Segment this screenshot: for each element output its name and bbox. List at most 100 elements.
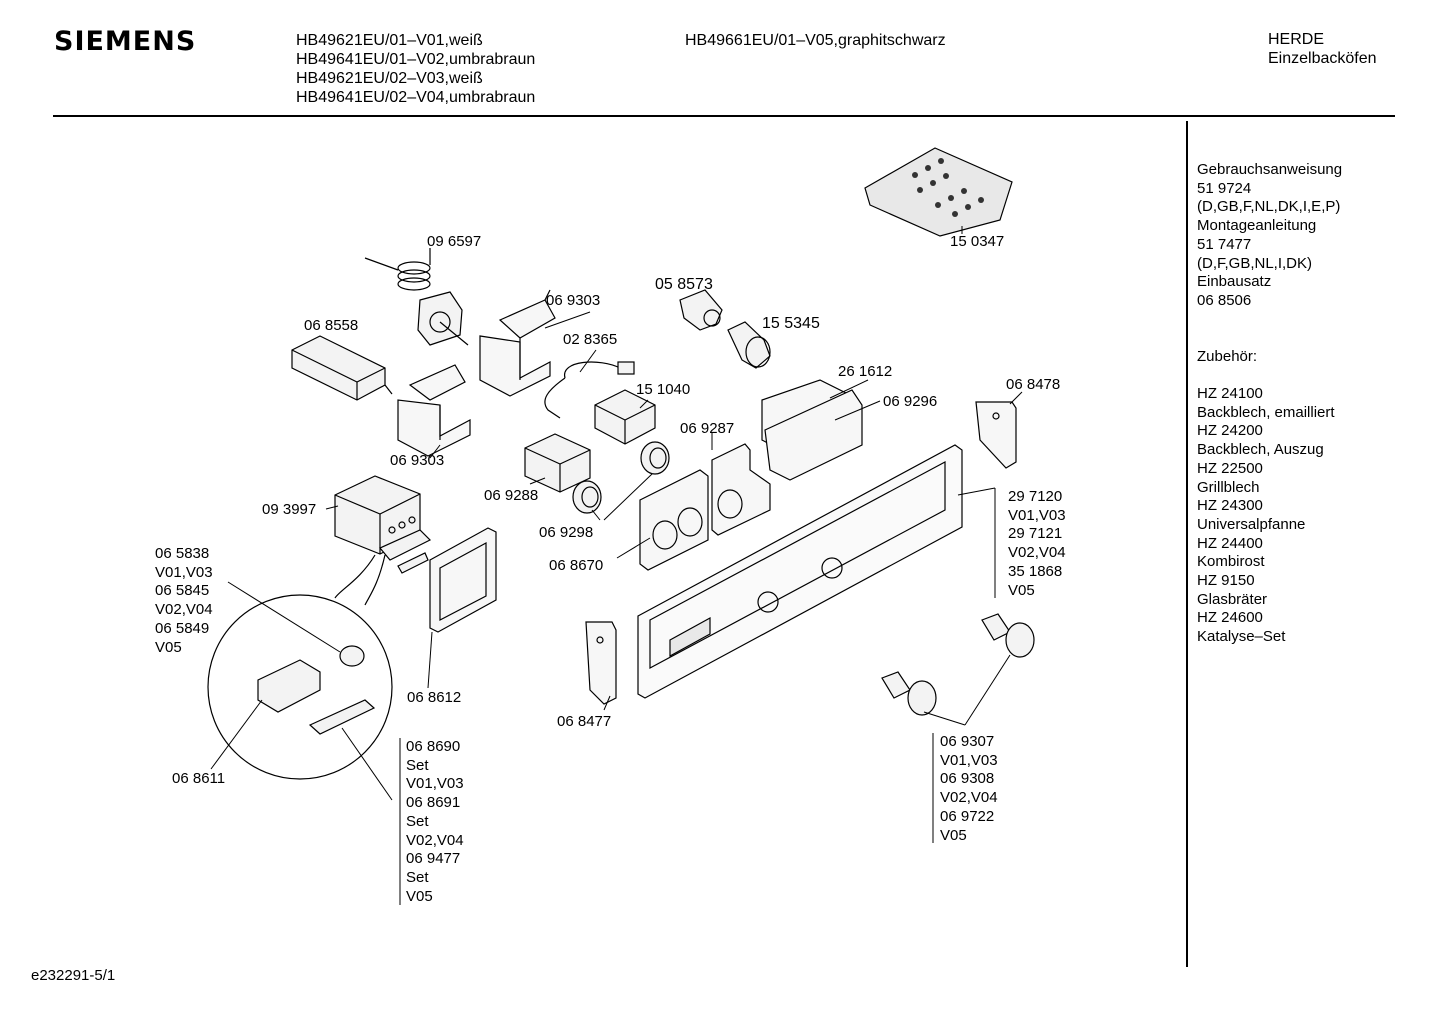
side-heading: Zubehör: (1197, 347, 1258, 365)
part-group-line: 06 8691 (406, 794, 461, 812)
part-label-068611: 06 8611 (172, 770, 226, 787)
part-group-line: 29 7120 (1008, 488, 1063, 505)
part-label-261612: 26 1612 (838, 363, 893, 380)
side-line: (D,F,GB,NL,I,DK) (1197, 254, 1313, 272)
side-panel: Gebrauchsanweisung 51 9724 (D,GB,F,NL,DK… (1197, 161, 1342, 647)
part-label-068670: 06 8670 (549, 557, 604, 574)
side-line: HZ 24400 (1197, 534, 1263, 552)
part-group-button-set: 06 8690 Set V01,V03 06 8691 Set V02,V04 … (406, 738, 464, 906)
model-line-v05: HB49661EU/01–V05,graphitschwarz (685, 32, 946, 49)
part-label-068478: 06 8478 (1006, 376, 1061, 393)
control-panel (637, 444, 963, 699)
part-label-069296: 06 9296 (883, 393, 938, 410)
knob-frame-right (711, 443, 771, 536)
side-line: HZ 24300 (1197, 497, 1263, 515)
side-line: HZ 9150 (1197, 572, 1255, 590)
part-group-line: 06 5845 (155, 582, 210, 600)
part-group-line: V01,V03 (940, 751, 998, 769)
part-group-line: V05 (940, 826, 967, 844)
part-group-push-buttons: 06 5838 V01,V03 06 5845 V02,V04 06 5849 … (155, 545, 213, 657)
part-group-line: V05 (406, 887, 433, 905)
part-label-068477: 06 8477 (557, 713, 612, 730)
side-line: Montageanleitung (1197, 217, 1317, 235)
part-group-line: V02,V04 (1008, 544, 1066, 562)
part-label-069288: 06 9288 (484, 487, 539, 504)
part-label-096597: 09 6597 (427, 233, 482, 250)
control-panel-support (761, 379, 863, 481)
side-line: Backblech, emailliert (1197, 403, 1335, 421)
part-label-093997: 09 3997 (262, 501, 317, 518)
part-group-line: 29 7121 (1008, 525, 1063, 543)
part-label-068558: 06 8558 (304, 317, 359, 334)
mounting-bracket-lower (397, 364, 471, 457)
control-knob-left (881, 671, 937, 716)
model-line: HB49641EU/01–V02,umbrabraun (296, 51, 536, 68)
side-line: 06 8506 (1197, 291, 1252, 309)
knob-frame-left (639, 469, 709, 571)
part-group-line: V02,V04 (406, 831, 464, 849)
indicator-lamp (679, 289, 723, 331)
category-subtitle: Einzelbacköfen (1268, 50, 1377, 67)
model-line: HB49621EU/02–V03,weiß (296, 70, 483, 87)
category-title: HERDE (1268, 31, 1325, 48)
part-label-151040: 15 1040 (636, 381, 691, 398)
display-frame (429, 527, 497, 633)
part-group-line: V02,V04 (940, 789, 998, 807)
part-group-line: 06 9477 (406, 850, 461, 868)
brand-logo: SIEMENS (54, 26, 197, 57)
part-group-line: 06 9722 (940, 807, 995, 825)
mounting-bracket-upper (479, 289, 556, 397)
cable-harness (544, 361, 635, 419)
model-list: HB49621EU/01–V01,weiß HB49641EU/01–V02,u… (296, 31, 535, 107)
model-line: HB49641EU/02–V04,umbrabraun (296, 89, 536, 106)
side-line: 51 9724 (1197, 179, 1252, 197)
side-line: 51 7477 (1197, 235, 1252, 253)
part-group-line: 06 5849 (155, 619, 210, 637)
part-group-line: V02,V04 (155, 601, 213, 619)
side-line: Universalpfanne (1197, 515, 1306, 533)
part-group-line: 35 1868 (1008, 562, 1063, 580)
control-knob-right (981, 613, 1035, 658)
part-group-line: 06 9307 (940, 733, 995, 750)
side-line: HZ 24600 (1197, 609, 1263, 627)
category-block: HERDE Einzelbacköfen (1268, 30, 1377, 68)
side-line: Glasbräter (1197, 590, 1268, 608)
side-line: Gebrauchsanweisung (1197, 161, 1343, 178)
side-divider (1186, 121, 1188, 967)
relay-module (524, 433, 591, 493)
part-label-155345: 15 5345 (762, 315, 820, 332)
drawing-reference: e232291-5/1 (31, 967, 116, 984)
model-line: HB49621EU/01–V01,weiß (296, 32, 483, 49)
header-divider (53, 115, 1395, 117)
part-label-069287: 06 9287 (680, 420, 735, 437)
part-label-069303-lower: 06 9303 (390, 452, 445, 469)
screw-bag (864, 147, 1013, 237)
part-label-069298: 06 9298 (539, 524, 594, 541)
part-group-knobs: 06 9307 V01,V03 06 9308 V02,V04 06 9722 … (940, 733, 998, 845)
side-line: (D,GB,F,NL,DK,I,E,P) (1197, 198, 1341, 216)
side-line: HZ 24100 (1197, 385, 1263, 403)
part-label-069303-upper: 06 9303 (546, 292, 601, 309)
knob-adapter (572, 441, 670, 514)
side-line: HZ 22500 (1197, 459, 1263, 477)
part-label-068612: 06 8612 (407, 689, 462, 706)
electronic-module (334, 475, 421, 555)
detail-magnifier (207, 554, 393, 780)
part-label-058573: 05 8573 (655, 276, 713, 293)
side-line: Einbausatz (1197, 273, 1272, 291)
part-label-028365: 02 8365 (563, 331, 618, 348)
part-group-line: Set (406, 756, 429, 774)
selector-switch (594, 389, 656, 445)
side-bracket-left (585, 621, 617, 705)
part-group-control-panel: 29 7120 V01,V03 29 7121 V02,V04 35 1868 … (1008, 488, 1066, 600)
side-line: Backblech, Auszug (1197, 441, 1324, 459)
thermostat (364, 248, 469, 346)
part-group-line: 06 9308 (940, 770, 995, 788)
part-group-line: V01,V03 (406, 775, 464, 793)
terminal-block (291, 335, 393, 401)
push-button-strip (379, 529, 432, 574)
part-group-line: V05 (1008, 581, 1035, 599)
part-group-line: Set (406, 868, 429, 886)
side-line: Katalyse–Set (1197, 628, 1286, 646)
part-group-line: V05 (155, 638, 182, 656)
